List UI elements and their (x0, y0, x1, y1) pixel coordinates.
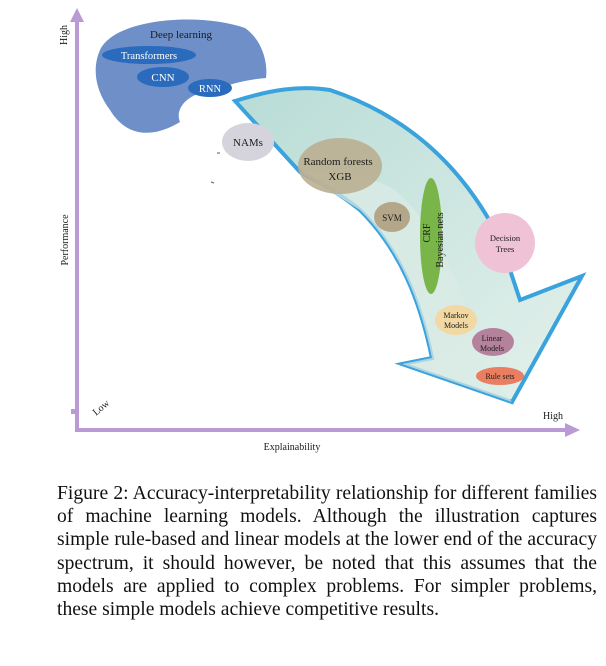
low-tick-mark (71, 409, 77, 414)
decision-trees-label-line2: Trees (496, 244, 515, 254)
y-axis-arrowhead (70, 8, 84, 22)
crf-label: CRF (422, 223, 433, 242)
linear-label-line1: Linear (482, 334, 503, 343)
axes (70, 8, 580, 437)
rnn-ellipse (188, 79, 232, 97)
figure: Deep learning Transformers CNN RNN NAMs … (59, 8, 587, 453)
xgb-label: XGB (328, 171, 351, 183)
markov-ellipse (435, 305, 477, 335)
markov-label-line1: Markov (443, 311, 468, 320)
svm-label: SVM (382, 213, 402, 223)
transformers-ellipse (102, 46, 196, 64)
cnn-label: CNN (151, 72, 174, 84)
y-axis-title: Performance (60, 214, 71, 266)
decision-trees-circle (475, 213, 535, 273)
figure-caption: Figure 2: Accuracy-interpretability rela… (57, 483, 597, 621)
decision-trees-label-line1: Decision (490, 233, 521, 243)
rule-sets-ellipse (476, 367, 524, 385)
svm-ellipse (374, 202, 410, 232)
x-axis-arrowhead (565, 423, 580, 437)
rule-sets-label: Rule sets (485, 372, 514, 381)
rnn-label: RNN (199, 84, 222, 95)
nams-label: NAMs (233, 137, 263, 149)
crf-ellipse (420, 178, 442, 294)
inner-arrow-band (300, 170, 512, 402)
bayesian-nets-label: Bayesian nets (435, 212, 446, 267)
transformers-label: Transformers (121, 51, 177, 62)
deep-learning-label: Deep learning (150, 29, 212, 41)
diagram-canvas: Deep learning Transformers CNN RNN NAMs … (59, 8, 587, 453)
low-label: Low (91, 397, 113, 418)
linear-ellipse (472, 328, 514, 356)
tick-mark (210, 181, 215, 184)
linear-label-line2: Models (480, 344, 504, 353)
x-axis-title: Explainability (264, 442, 321, 453)
x-axis-high-label: High (543, 411, 563, 422)
random-forests-label: Random forests (303, 156, 372, 168)
markov-label-line2: Models (444, 321, 468, 330)
nams-ellipse (222, 123, 274, 161)
y-axis-high-label: High (59, 25, 70, 45)
random-forests-ellipse (298, 138, 382, 194)
cnn-ellipse (137, 67, 189, 87)
